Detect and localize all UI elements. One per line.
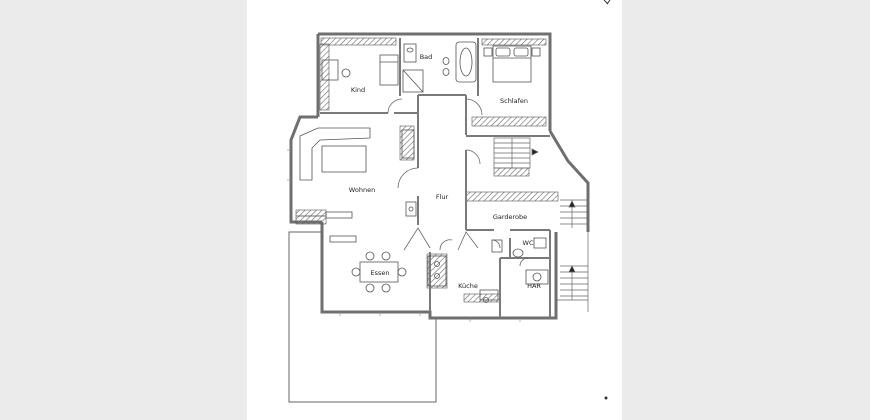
- schlafen-furniture: [483, 45, 541, 83]
- room-label-schlafen: Schlafen: [499, 97, 529, 105]
- terrace-outline: [288, 231, 437, 403]
- room-label-kind: Kind: [350, 86, 366, 94]
- kueche-furniture: [427, 237, 549, 303]
- room-label-bad: Bad: [419, 53, 433, 61]
- hatched-walls: [295, 37, 559, 303]
- bad-furniture: [402, 41, 477, 93]
- wohnen-furniture: [299, 127, 417, 219]
- room-label-garderobe: Garderobe: [492, 213, 528, 221]
- room-label-kueche: Küche: [458, 282, 478, 290]
- outer-walls: [289, 32, 590, 320]
- doors: [387, 98, 529, 267]
- kind-furniture: [321, 54, 399, 86]
- room-label-flur: Flur: [435, 193, 449, 201]
- corner-marks: [603, 0, 611, 400]
- exterior-stairs: [556, 199, 589, 312]
- essen-furniture: [329, 235, 407, 293]
- staircase-upper: [493, 137, 539, 169]
- window-marks: [287, 149, 521, 322]
- room-label-har: HAR: [527, 282, 541, 290]
- room-label-essen: Essen: [370, 269, 390, 277]
- interior-walls: [320, 38, 551, 318]
- room-label-wohnen: Wohnen: [348, 186, 376, 194]
- room-label-wc: WC: [522, 239, 534, 247]
